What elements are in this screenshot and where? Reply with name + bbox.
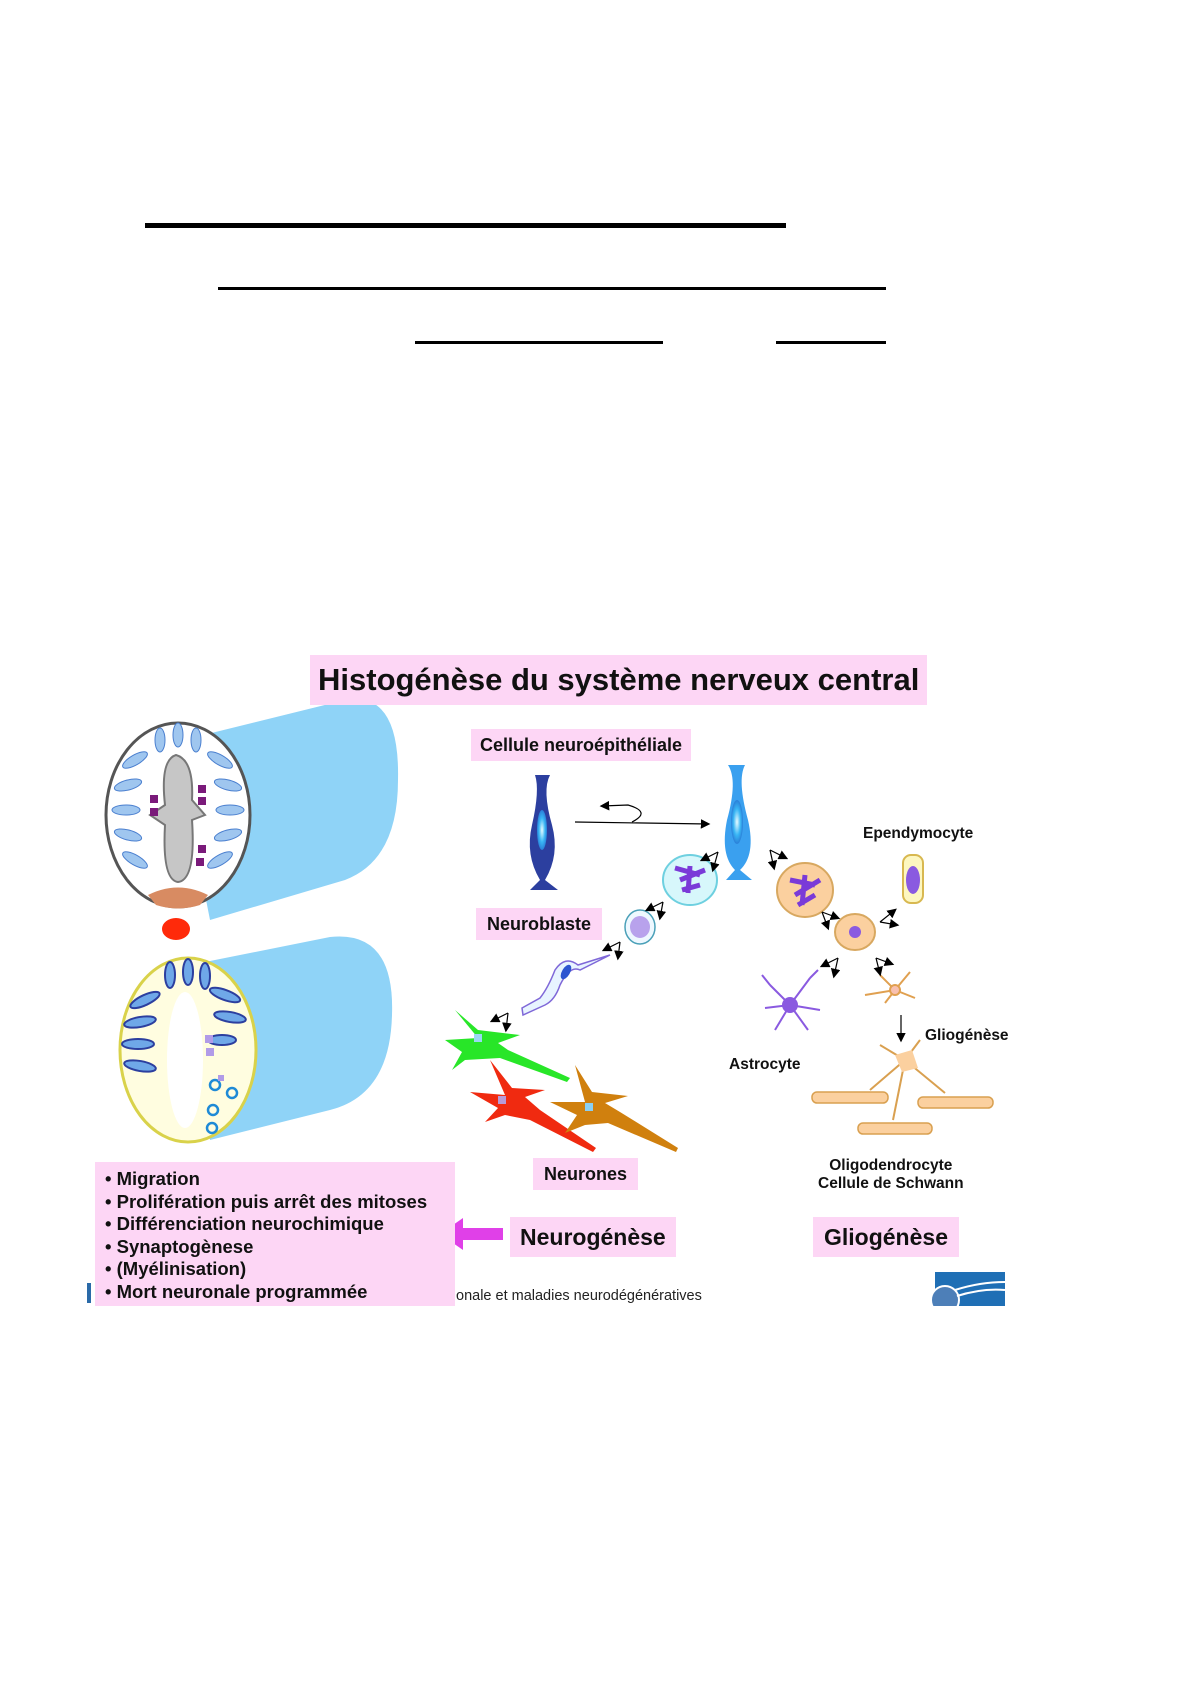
blank-line-1 [145,223,786,228]
label-neurogenesis: Neurogénèse [510,1217,676,1257]
label-neuroepithelial-cell: Cellule neuroépithéliale [471,729,692,761]
label-neuroblast: Neuroblaste [476,908,603,940]
footer-bar-icon [87,1283,91,1303]
oligodendrocyte-myelin [811,1039,994,1135]
blank-line-3 [415,341,663,344]
neural-tube-late [118,936,393,1144]
neuroepithelial-cell-dark [529,775,558,890]
list-item: Mort neuronale programmée [105,1281,455,1304]
oligodendrocyte-precursor [864,971,916,1004]
division-arrows [489,849,900,1033]
neuroepithelial-cell-light [724,765,752,880]
list-item: Synaptogènese [105,1236,455,1259]
blank-line-4 [776,341,886,344]
list-item: Prolifération puis arrêt des mitoses [105,1191,455,1214]
slide-title: Histogénèse du système nerveux central [310,655,928,705]
list-item: (Myélinisation) [105,1258,455,1281]
label-oligodendrocyte-line1: Oligodendrocyte [829,1157,953,1174]
neuron-orange [550,1065,678,1152]
list-item: Différenciation neurochimique [105,1213,455,1236]
slide-footer-text: onale et maladies neurodégénératives [456,1288,702,1304]
label-gliogenesis-small: Gliogénèse [925,1027,1009,1044]
label-ependymocyte: Ependymocyte [863,825,974,842]
label-oligodendrocyte: Oligodendrocyte Cellule de Schwann [818,1157,964,1193]
migrating-neuron [521,954,611,1017]
neuron-red [470,1060,596,1152]
pink-arrow-icon [440,1218,503,1250]
astrocyte-cell [761,969,821,1031]
label-gliogenesis: Gliogénèse [813,1217,959,1257]
neural-tube-early [104,699,399,920]
blank-line-2 [218,287,886,290]
neuron-green [445,1010,570,1082]
label-astrocyte: Astrocyte [729,1056,801,1073]
label-oligodendrocyte-line2: Cellule de Schwann [818,1175,964,1192]
label-neurons: Neurones [533,1158,639,1190]
neurogenesis-process-list: Migration Prolifération puis arrêt des m… [95,1162,455,1306]
list-item: Migration [105,1168,455,1191]
notochord-dot [162,918,190,940]
